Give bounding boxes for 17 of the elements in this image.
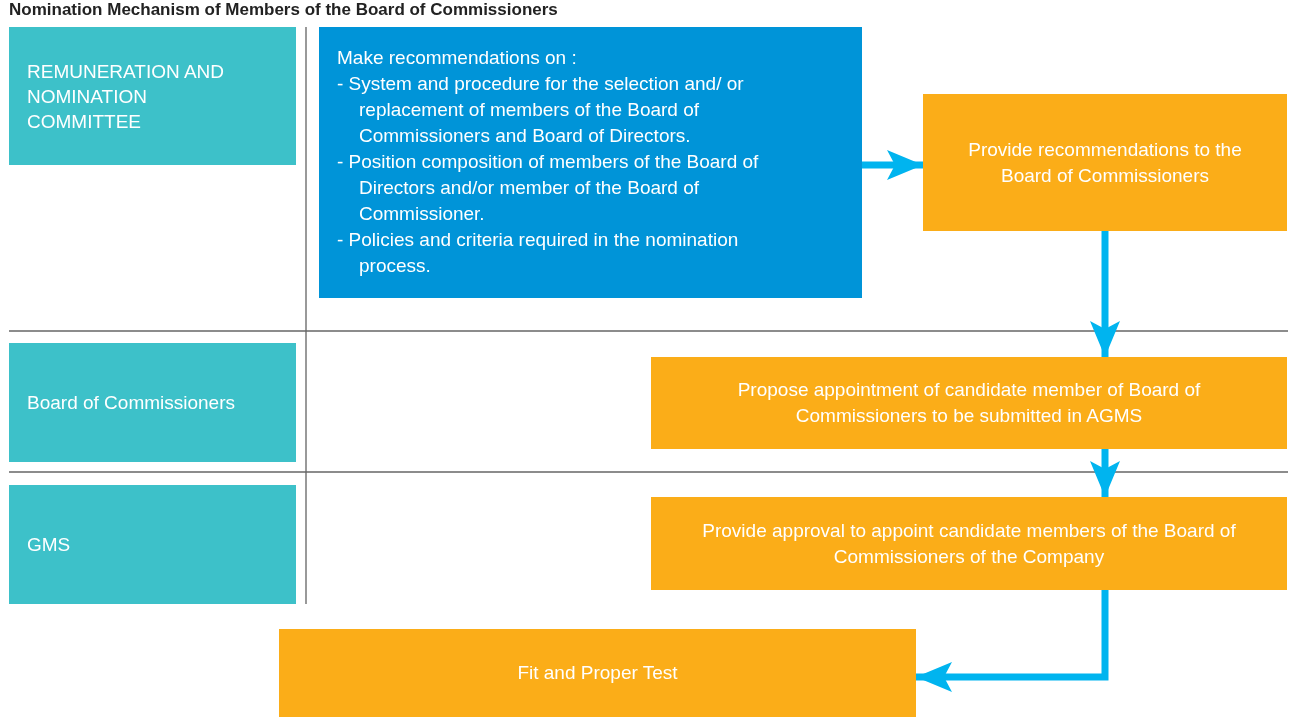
- lane-label-box: Board of Commissioners: [9, 343, 296, 462]
- arrow: [916, 590, 1109, 692]
- diagram-title: Nomination Mechanism of Members of the Board of Commissioners: [9, 0, 558, 19]
- lane-label-box: REMUNERATION AND NOMINATION COMMITTEE: [9, 27, 296, 165]
- bullet-text: - System and procedure for the selection and/ or replacement of members of the Board of Commissioners and Board of Directors.: [337, 72, 745, 148]
- bullet-text: - Policies and criteria required in the nomination process.: [337, 228, 740, 278]
- arrow: [862, 150, 923, 180]
- process-box: Propose appointment of candidate member of Board of Commissioners to be submitted in AGMS: [651, 357, 1287, 449]
- process-box: Fit and Proper Test: [279, 629, 916, 717]
- heading-text: Make recommendations on :: [337, 46, 578, 70]
- process-box: Provide approval to appoint candidate members of the Board of Commissioners of the Company: [651, 497, 1287, 590]
- process-box: Provide recommendations to the Board of Commissioners: [923, 94, 1287, 231]
- arrow: [1090, 231, 1120, 357]
- lane-label-box: GMS: [9, 485, 296, 604]
- recommendation-box: [319, 27, 862, 298]
- arrow: [1090, 449, 1120, 497]
- bullet-text: - Position composition of members of the Board of Directors and/or member of the Board of Commissioner.: [337, 150, 760, 226]
